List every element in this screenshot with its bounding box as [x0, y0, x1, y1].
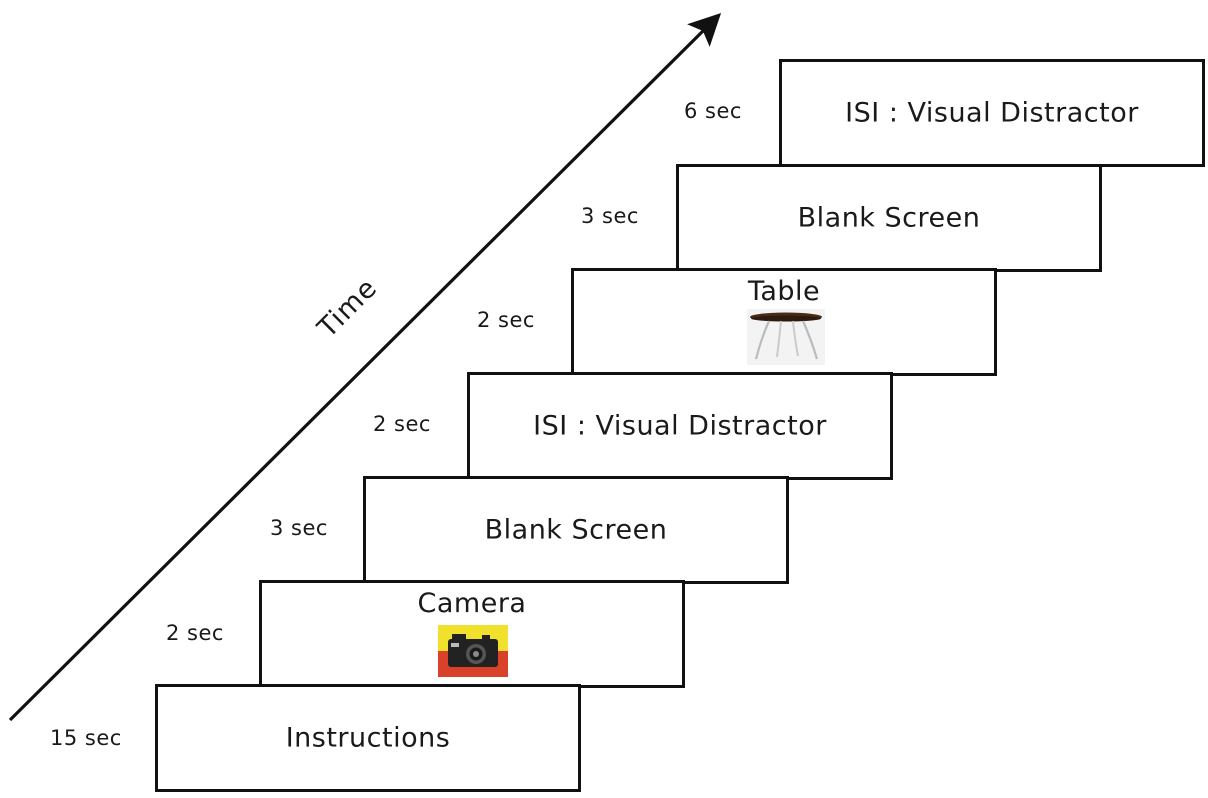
- step-duration: 6 sec: [684, 99, 742, 123]
- step-box-blank-screen: Blank Screen: [363, 476, 789, 584]
- step-duration: 3 sec: [270, 516, 328, 540]
- step-box-instructions: Instructions: [155, 684, 581, 792]
- step-duration: 2 sec: [477, 308, 535, 332]
- step-label: Blank Screen: [797, 202, 981, 234]
- step-box-isi-visual-distractor: ISI : Visual Distractor: [779, 59, 1205, 167]
- step-duration: 2 sec: [373, 412, 431, 436]
- step-box-isi-visual-distractor: ISI : Visual Distractor: [467, 372, 893, 480]
- step-label: Instructions: [285, 722, 451, 754]
- step-box-camera: Camera: [259, 580, 685, 688]
- step-box-blank-screen: Blank Screen: [676, 164, 1102, 272]
- step-label: Table: [747, 276, 821, 307]
- step-label: ISI : Visual Distractor: [845, 97, 1139, 129]
- camera-icon: [438, 625, 508, 677]
- step-box-table: Table: [571, 268, 997, 376]
- step-duration: 3 sec: [581, 204, 639, 228]
- step-label: ISI : Visual Distractor: [533, 410, 827, 442]
- table-icon: [747, 309, 825, 365]
- step-duration: 15 sec: [50, 726, 122, 750]
- step-duration: 2 sec: [166, 621, 224, 645]
- step-label: Camera: [417, 588, 527, 619]
- step-label: Blank Screen: [484, 514, 668, 546]
